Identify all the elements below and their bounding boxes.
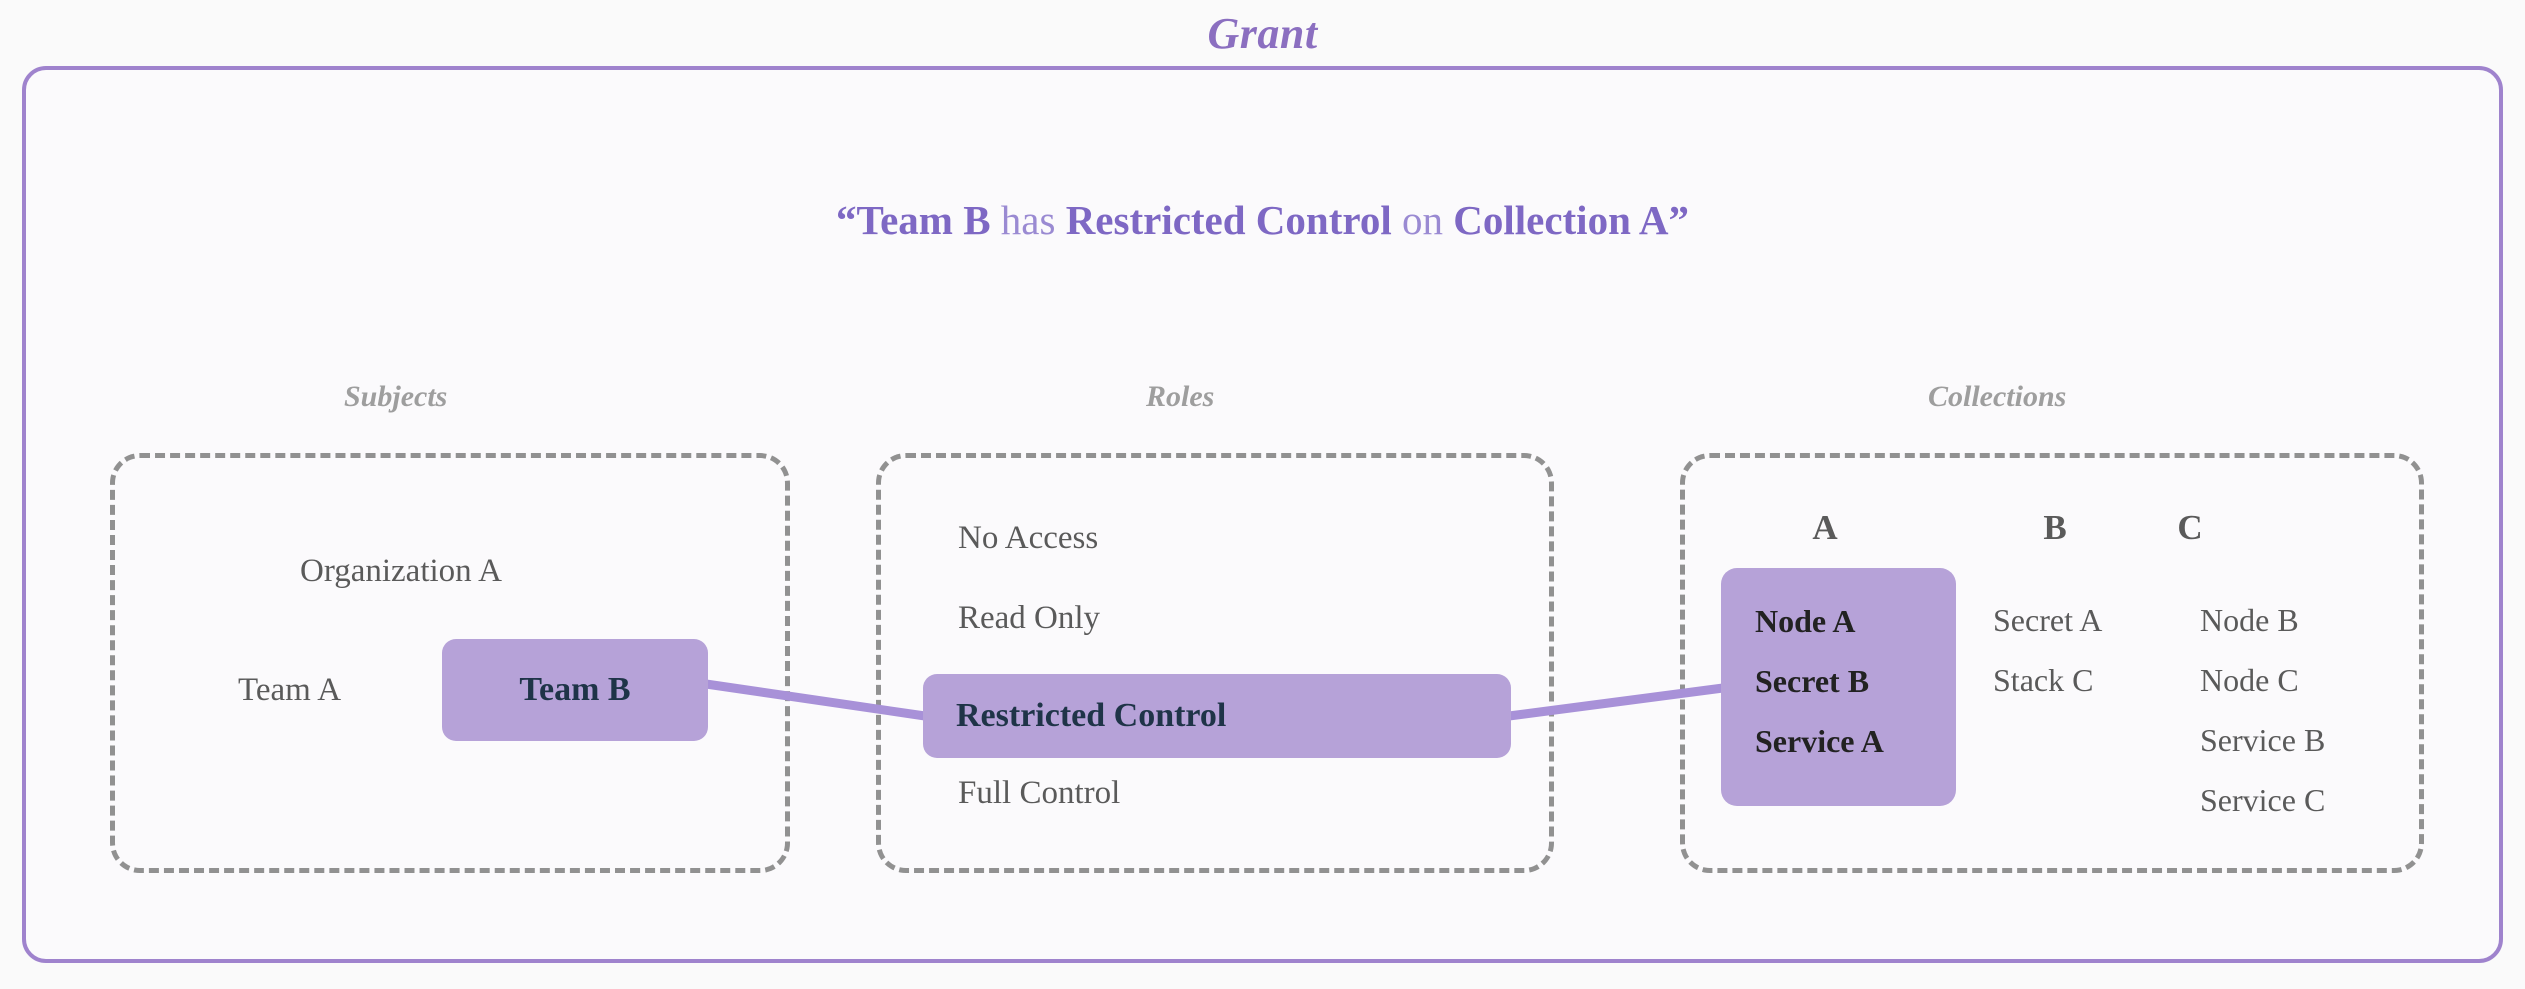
role-item-restricted-control-selected[interactable]: Restricted Control [923, 674, 1511, 758]
role-item-full-control[interactable]: Full Control [958, 775, 1121, 811]
collection-a-item-service-a[interactable]: Service A [1755, 723, 1884, 759]
collections-group-box [1680, 453, 2424, 873]
role-item-read-only[interactable]: Read Only [958, 600, 1101, 636]
subject-team-b-selected[interactable]: Team B [442, 639, 708, 741]
grant-statement: “Team B has Restricted Control on Collec… [0, 196, 2525, 244]
statement-preposition: on [1391, 197, 1454, 243]
subject-organization-a[interactable]: Organization A [300, 553, 502, 589]
statement-verb: has [990, 197, 1066, 243]
collection-c-item-service-c[interactable]: Service C [2200, 782, 2326, 818]
subjects-group-box [110, 453, 790, 873]
statement-open-quote: “ [836, 197, 857, 243]
collection-column-header-b: B [2043, 508, 2067, 547]
collection-c-item-node-b[interactable]: Node B [2200, 602, 2299, 638]
section-label-subjects: Subjects [344, 380, 448, 413]
role-item-restricted-control-label: Restricted Control [956, 697, 1227, 734]
collection-c-item-service-b[interactable]: Service B [2200, 722, 2326, 758]
statement-role: Restricted Control [1065, 197, 1392, 243]
roles-group-box [876, 453, 1554, 873]
statement-collection: Collection A [1453, 197, 1669, 243]
section-label-collections: Collections [1928, 380, 2067, 413]
statement-subject: Team B [856, 197, 991, 243]
section-label-roles: Roles [1146, 380, 1215, 413]
role-item-no-access[interactable]: No Access [958, 520, 1099, 556]
grant-card [22, 66, 2503, 963]
collection-c-item-node-c[interactable]: Node C [2200, 662, 2299, 698]
subject-team-a[interactable]: Team A [238, 672, 342, 708]
collection-a-item-secret-b[interactable]: Secret B [1755, 663, 1870, 699]
subject-team-b-label: Team B [519, 671, 631, 708]
collection-a-item-node-a[interactable]: Node A [1755, 603, 1856, 639]
collection-column-header-a: A [1812, 508, 1838, 547]
statement-close-quote: ” [1668, 197, 1689, 243]
collection-column-header-c: C [2177, 508, 2203, 547]
collection-a-selected-box[interactable] [1721, 568, 1956, 806]
collection-b-item-secret-a[interactable]: Secret A [1993, 602, 2103, 638]
collection-b-item-stack-c[interactable]: Stack C [1993, 662, 2094, 698]
page-title: Grant [1207, 9, 1318, 58]
